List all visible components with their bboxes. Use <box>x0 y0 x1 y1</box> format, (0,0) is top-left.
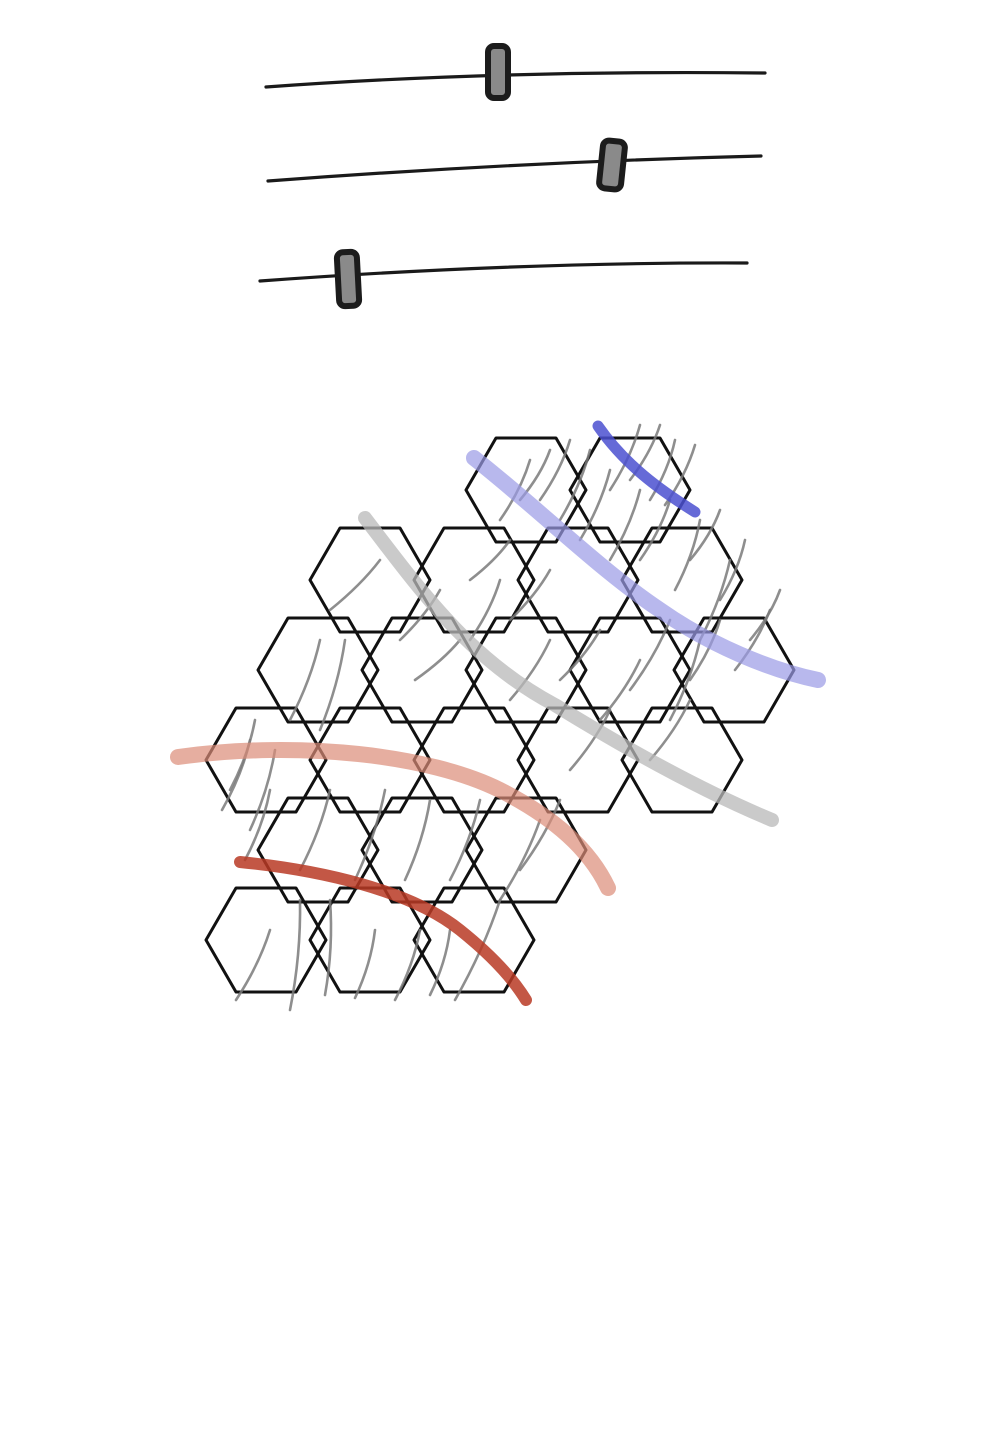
hex-cell[interactable] <box>256 796 380 904</box>
light-red-stroke <box>170 742 616 896</box>
hatch-line <box>628 423 662 482</box>
slider-1-thumb[interactable] <box>485 43 511 101</box>
hex-cell[interactable] <box>256 616 380 724</box>
light-blue-stroke <box>466 450 826 688</box>
slider-2-thumb[interactable] <box>596 137 628 193</box>
hex-cell[interactable] <box>568 616 692 724</box>
hatch-line <box>748 588 782 642</box>
hatch-line <box>628 618 672 692</box>
hex-cell[interactable] <box>464 616 588 724</box>
hatch-line <box>568 708 612 772</box>
hex-cell[interactable] <box>360 616 484 724</box>
hatch-line <box>558 448 592 522</box>
hatch-line <box>323 898 333 997</box>
hex-cell[interactable] <box>412 886 536 994</box>
hatch-line <box>353 788 387 882</box>
slider-2[interactable] <box>266 137 763 193</box>
hatch-line <box>234 928 272 1002</box>
hex-cell[interactable] <box>204 706 328 814</box>
hatch-line <box>558 628 602 682</box>
hatch-line <box>508 638 552 702</box>
hatch-line <box>673 518 702 592</box>
hatch-line <box>468 538 512 582</box>
hatch-line <box>648 438 677 502</box>
slider-3-track[interactable] <box>258 261 749 283</box>
hatch-line <box>393 928 422 1002</box>
hatch-line <box>518 798 562 872</box>
hatch-line <box>648 698 692 762</box>
hex-cell[interactable] <box>412 526 536 634</box>
gray-stroke <box>358 511 779 827</box>
hatch-line <box>318 638 347 732</box>
hatch-line <box>243 788 272 862</box>
hex-cell[interactable] <box>308 886 432 994</box>
dark-blue-stroke <box>592 420 701 518</box>
hex-cell[interactable] <box>464 436 588 544</box>
hatch-line <box>688 618 722 682</box>
hatch-line <box>668 638 702 722</box>
hatch-line <box>328 558 382 612</box>
hex-cell[interactable] <box>412 706 536 814</box>
hatch-line <box>598 658 642 722</box>
hatch-line <box>718 538 747 602</box>
dark-red-stroke <box>234 856 532 1006</box>
hex-cell[interactable] <box>620 706 744 814</box>
hatch-line <box>298 788 332 872</box>
hatch-line <box>538 438 572 502</box>
hatching-layer <box>220 423 782 1012</box>
hatch-line <box>468 578 502 642</box>
slider-panel <box>258 43 767 310</box>
hatch-line <box>688 508 722 562</box>
hatch-line <box>353 928 377 1000</box>
hatch-line <box>428 928 452 997</box>
hex-cell[interactable] <box>620 526 744 634</box>
slider-3[interactable] <box>258 248 749 310</box>
hatch-line <box>508 568 552 622</box>
hatch-line <box>248 748 277 832</box>
slider-3-thumb[interactable] <box>333 248 363 310</box>
hatch-line <box>608 488 642 562</box>
hatch-line <box>413 638 462 682</box>
hex-cell[interactable] <box>204 886 328 994</box>
hatch-line <box>448 798 482 882</box>
color-strokes <box>170 420 826 1006</box>
slider-2-track[interactable] <box>266 154 763 183</box>
hatch-line <box>288 638 322 722</box>
hatch-line <box>398 588 442 642</box>
slider-1[interactable] <box>264 43 767 101</box>
hatch-line <box>638 498 672 562</box>
hatch-line <box>578 468 612 542</box>
hatch-line <box>403 798 432 882</box>
hatch-line <box>498 818 542 902</box>
hatch-line <box>288 898 302 1012</box>
hex-cell[interactable] <box>308 526 432 634</box>
hex-cell[interactable] <box>360 796 484 904</box>
